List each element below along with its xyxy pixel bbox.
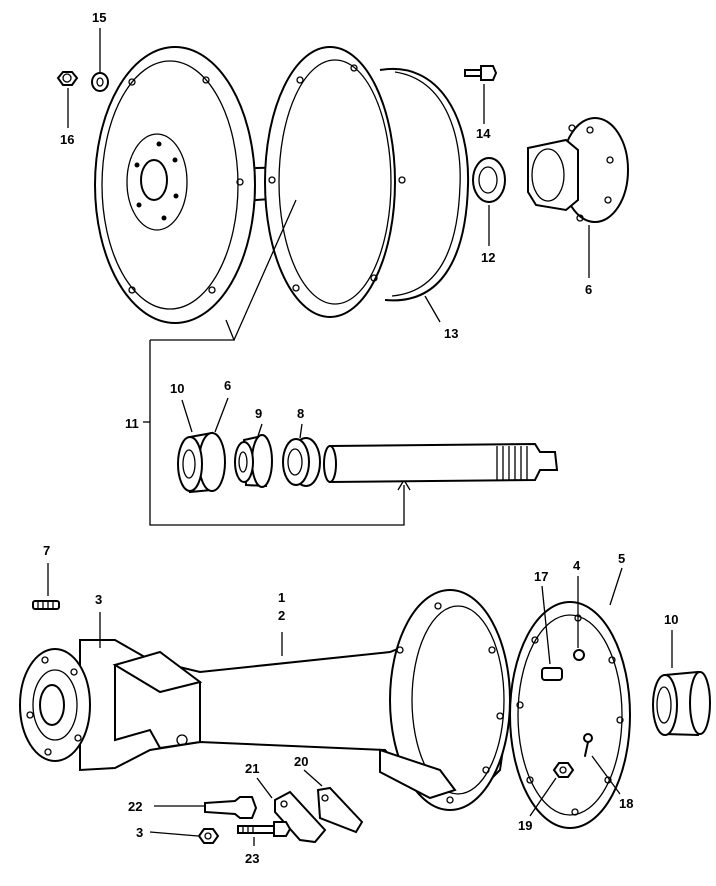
part-21-bracket [274, 790, 327, 844]
part-12-seal [472, 157, 506, 203]
callout-14: 14 [476, 126, 491, 141]
callout-4: 4 [573, 558, 581, 573]
callout-23: 23 [245, 851, 259, 866]
part-4-plug [573, 649, 585, 661]
part-17-plug [541, 667, 563, 681]
callout-3-upper: 3 [95, 592, 102, 607]
part-6-hub [527, 117, 629, 223]
callout-20: 20 [294, 754, 308, 769]
part-3-nut-lower [197, 828, 220, 844]
part-20-lever [316, 786, 364, 834]
callout-9: 9 [255, 406, 262, 421]
callout-12: 12 [481, 250, 495, 265]
part-23-bolt [237, 821, 292, 837]
callout-11: 11 [125, 416, 139, 431]
part-19-nut [552, 762, 575, 778]
callout-13: 13 [444, 326, 458, 341]
callout-10-upper: 10 [170, 381, 184, 396]
part-8-bearing [282, 437, 321, 487]
callout-3-lower: 3 [136, 825, 143, 840]
leader-lines [47, 28, 673, 846]
part-1-axle-housing [19, 589, 512, 811]
callout-16: 16 [60, 132, 74, 147]
part-22-stud [204, 796, 258, 819]
part-14-bolt [464, 65, 498, 81]
callout-7: 7 [43, 543, 50, 558]
axle-shaft-lower [323, 442, 559, 484]
callout-17: 17 [534, 569, 548, 584]
callout-1: 1 [278, 590, 285, 605]
callout-6-cup: 6 [224, 378, 231, 393]
callout-10-lower: 10 [664, 612, 678, 627]
drum-cover-plate [94, 46, 256, 324]
callout-2: 2 [278, 608, 285, 623]
part-10-bearing-cup-upper [177, 431, 226, 494]
callout-21: 21 [245, 761, 259, 776]
part-18-cotter-pin [583, 733, 593, 757]
callout-6-hub: 6 [585, 282, 592, 297]
callout-18: 18 [619, 796, 633, 811]
part-7-pin [32, 600, 60, 610]
part-16-nut [56, 71, 79, 86]
callout-22: 22 [128, 799, 142, 814]
callout-15: 15 [92, 10, 106, 25]
callout-5: 5 [618, 551, 625, 566]
callout-8: 8 [297, 406, 304, 421]
part-15-washer [91, 72, 109, 92]
callout-19: 19 [518, 818, 532, 833]
part-5-cover-plate [509, 601, 631, 829]
part-13-drum-housing [264, 46, 470, 318]
part-9-bearing-cone [234, 434, 273, 488]
part-10-bearing-cup-lower [652, 670, 711, 737]
callout-labels: 15 16 14 12 6 13 10 6 9 8 11 7 3 1 2 17 … [43, 10, 678, 866]
